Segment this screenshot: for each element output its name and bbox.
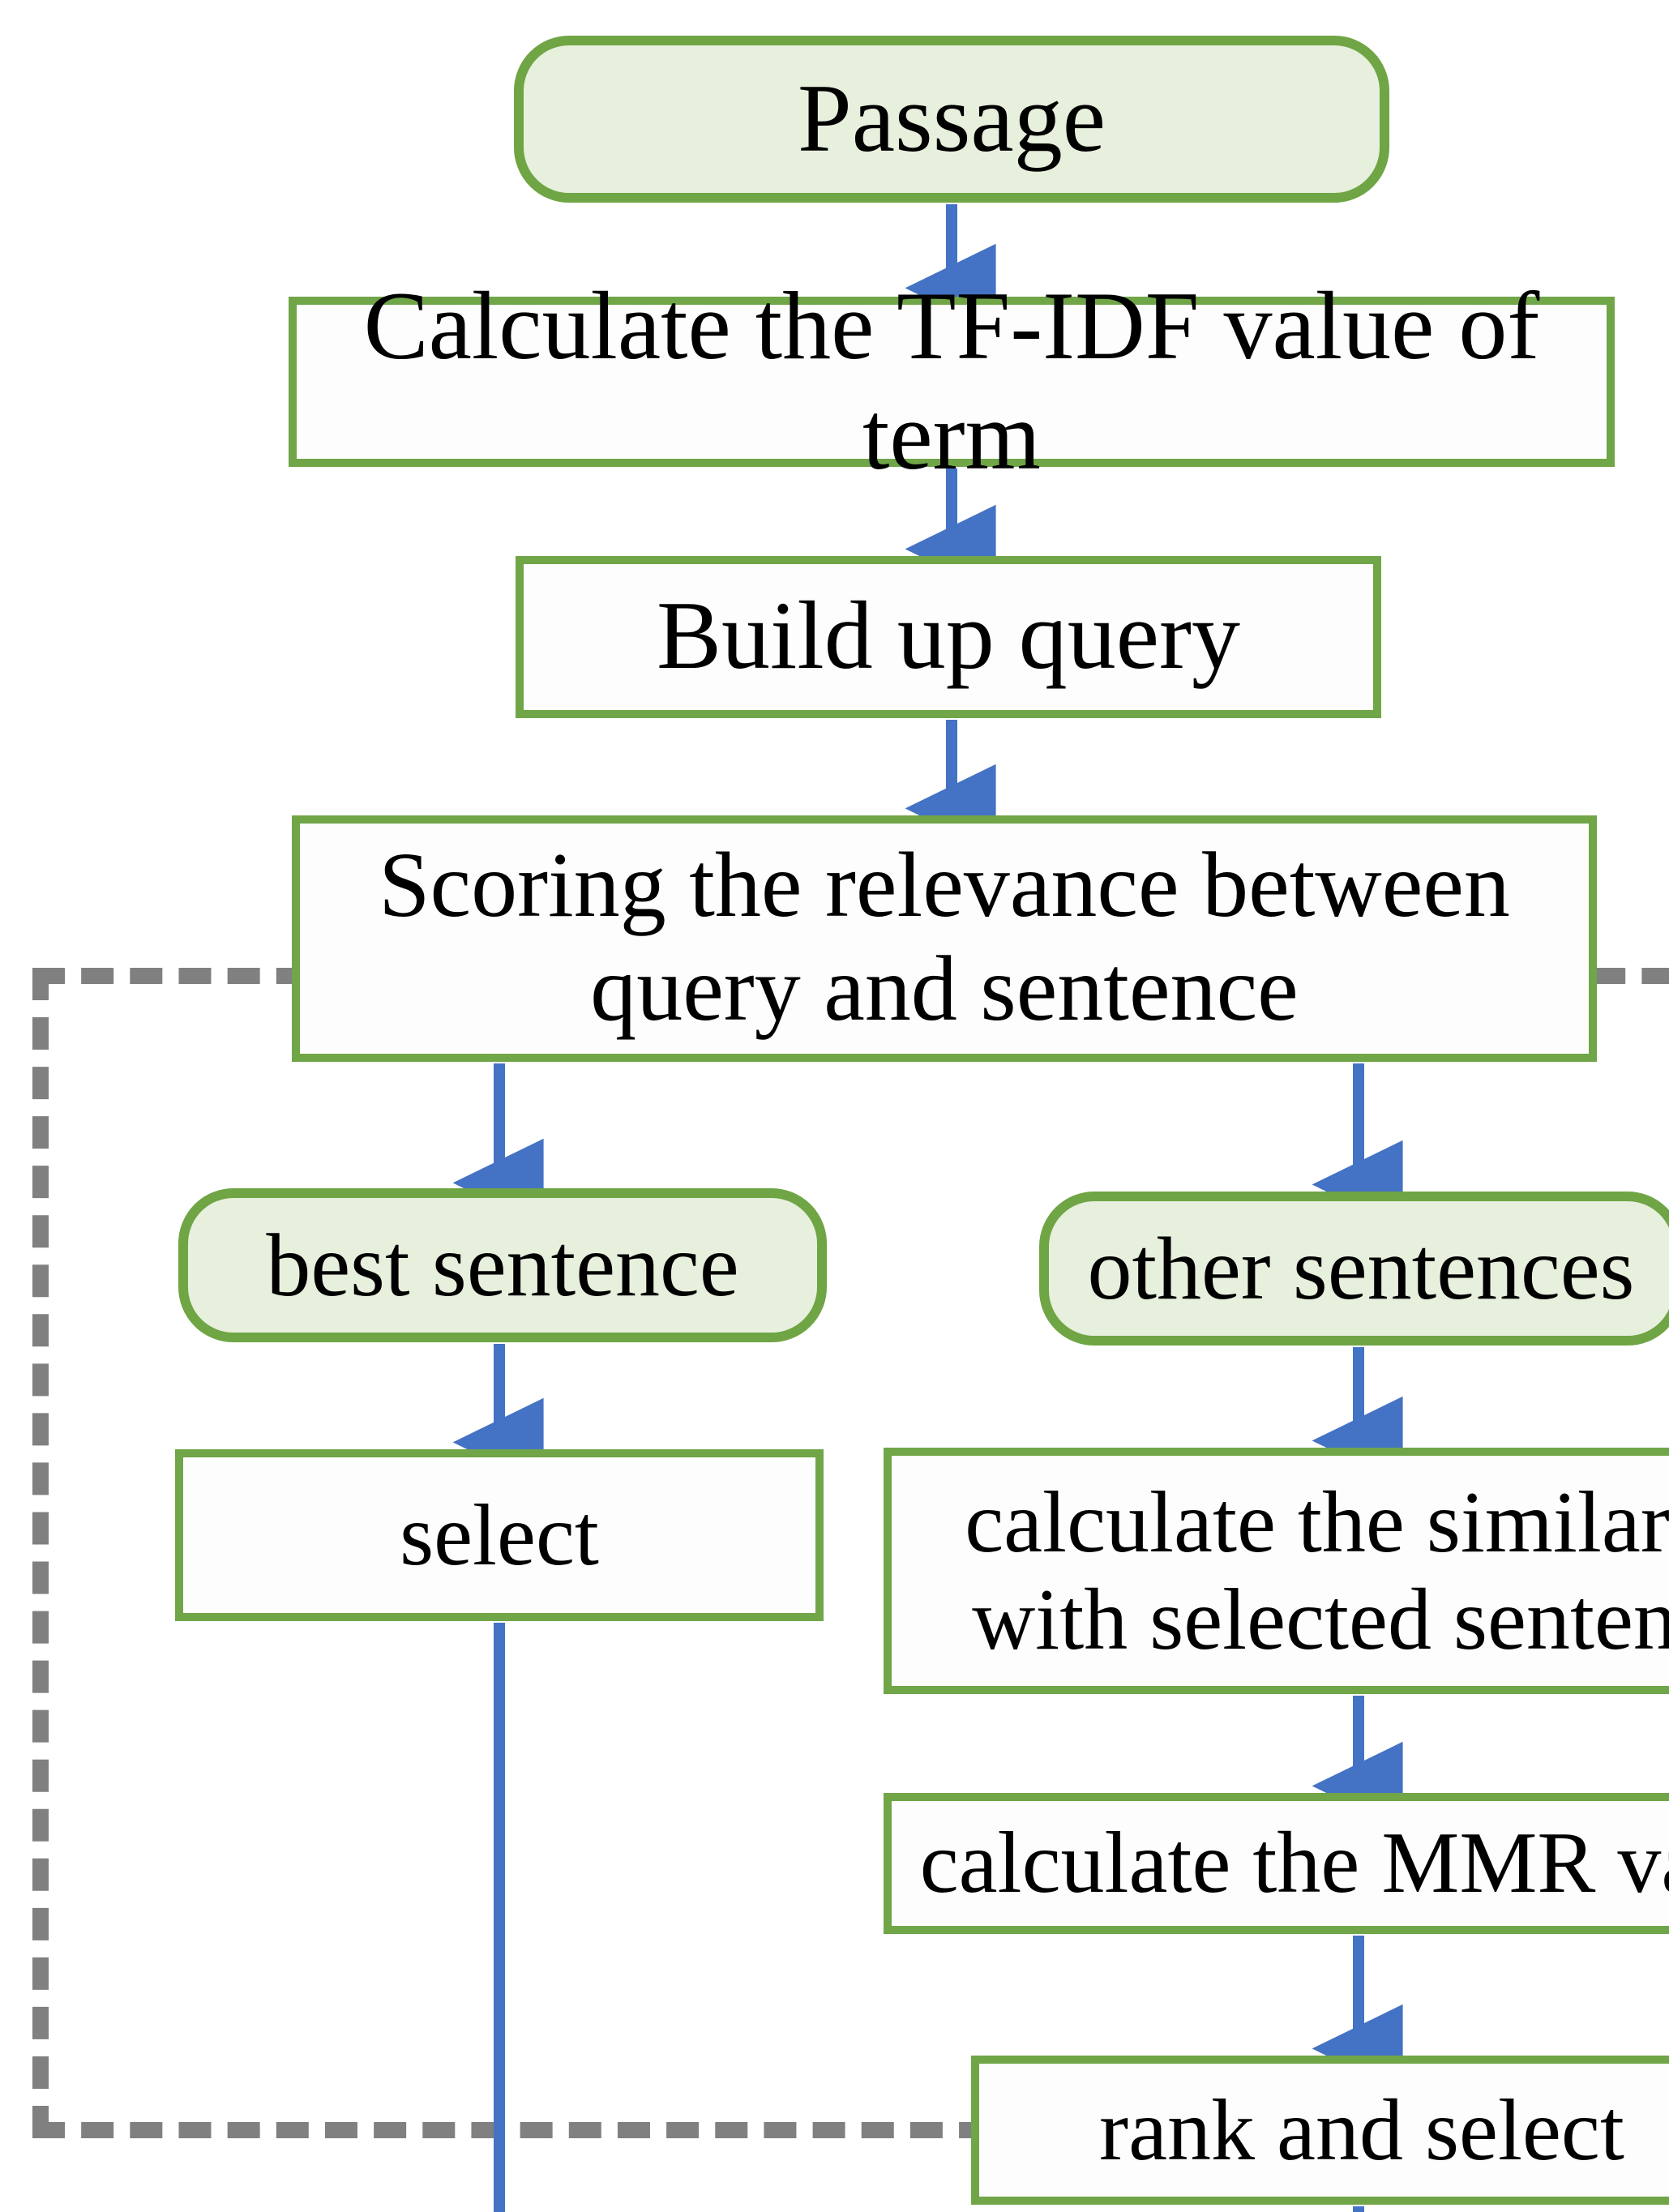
node-calculate-mmr-value[interactable]: calculate the MMR value xyxy=(884,1793,1669,1934)
node-select[interactable]: select xyxy=(175,1449,824,1621)
node-other-sentences[interactable]: other sentences xyxy=(1039,1192,1669,1346)
node-calculate-similarity[interactable]: calculate the similarity with selected s… xyxy=(884,1448,1669,1694)
node-build-up-query[interactable]: Build up query xyxy=(516,556,1381,718)
node-best-sentence[interactable]: best sentence xyxy=(178,1188,827,1342)
node-calculate-tfidf[interactable]: Calculate the TF-IDF value of term xyxy=(289,273,1615,489)
node-passage[interactable]: Passage xyxy=(514,36,1389,203)
node-scoring-relevance[interactable]: Scoring the relevance between query and … xyxy=(292,815,1597,1062)
node-rank-and-select[interactable]: rank and select xyxy=(971,2056,1669,2205)
